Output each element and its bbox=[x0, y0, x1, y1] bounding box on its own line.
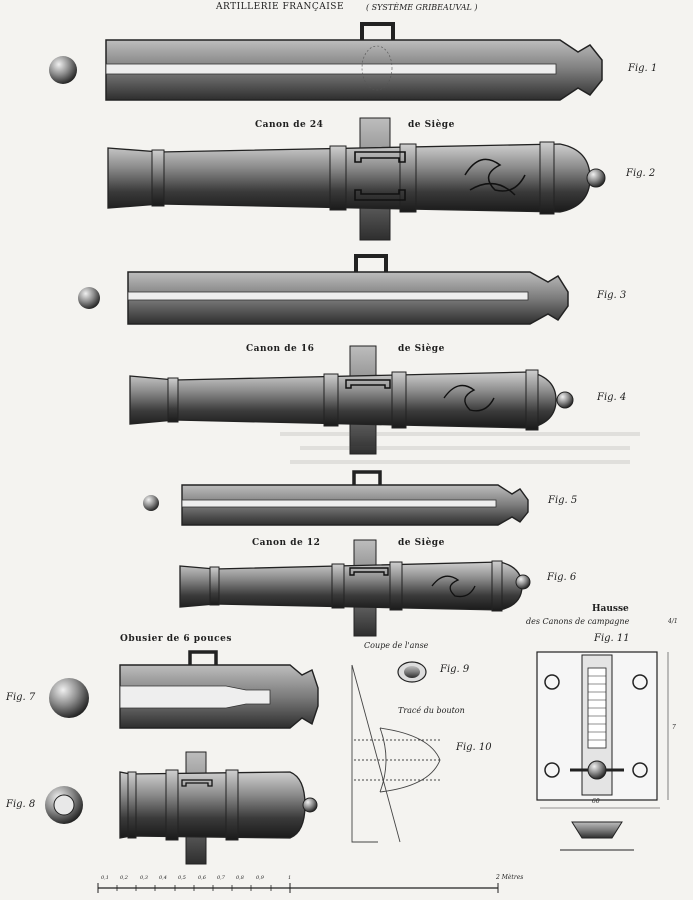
fig3-cannon-section bbox=[78, 254, 569, 325]
hausse-fraction: 4/1 bbox=[668, 618, 678, 625]
scale-tick-5: 0,5 bbox=[178, 875, 186, 881]
fig-label-8: Fig. 8 bbox=[6, 799, 36, 810]
fig-label-9: Fig. 9 bbox=[440, 664, 470, 675]
fig2-cannon-24 bbox=[107, 117, 606, 241]
fig-label-7: Fig. 7 bbox=[6, 692, 36, 703]
fig6-cannon-12 bbox=[179, 539, 531, 637]
plate-subtitle: ( SYSTÈME GRIBEAUVAL ) bbox=[366, 3, 478, 12]
cascabel-fig2 bbox=[586, 168, 606, 188]
scale-tick-2: 0,2 bbox=[120, 875, 128, 881]
fig8-howitzer bbox=[45, 751, 318, 865]
fig-label-3: Fig. 3 bbox=[597, 290, 627, 301]
caption-canon16-left: Canon de 16 bbox=[246, 344, 315, 354]
scale-bar bbox=[97, 883, 499, 893]
fig5-cannon-section bbox=[143, 470, 529, 526]
bleed-through bbox=[280, 432, 640, 464]
shell-fig7 bbox=[49, 678, 89, 718]
hausse-dim-bottom: 60 bbox=[592, 798, 600, 805]
handle-fig1 bbox=[360, 22, 395, 40]
cannonball-fig5 bbox=[143, 495, 159, 511]
fig4-cannon-16 bbox=[129, 345, 574, 455]
hausse-title: Hausse bbox=[592, 604, 629, 614]
caption-canon12-right: de Siège bbox=[398, 538, 445, 548]
fig10-cascabel-trace bbox=[351, 664, 441, 843]
hausse-dim-right: 7 bbox=[672, 724, 676, 731]
detail-anse: Coupe de l'anse bbox=[364, 641, 429, 650]
fig-label-10: Fig. 10 bbox=[456, 742, 492, 753]
fig7-howitzer-section bbox=[49, 650, 319, 729]
scale-tick-9: 0,9 bbox=[256, 875, 264, 881]
caption-canon24-left: Canon de 24 bbox=[255, 120, 324, 130]
caption-obusier: Obusier de 6 pouces bbox=[120, 634, 232, 644]
caption-canon12-left: Canon de 12 bbox=[252, 538, 321, 548]
hausse-subtitle: des Canons de campagne bbox=[526, 617, 630, 626]
caption-canon24-right: de Siège bbox=[408, 120, 455, 130]
scale-tick-6: 0,6 bbox=[198, 875, 206, 881]
fig-label-5: Fig. 5 bbox=[548, 495, 578, 506]
fig11-hausse bbox=[536, 651, 669, 851]
fig-label-11: Fig. 11 bbox=[594, 633, 630, 644]
scale-tick-4: 0,4 bbox=[159, 875, 167, 881]
scale-tick-7: 0,7 bbox=[217, 875, 225, 881]
fig-label-1: Fig. 1 bbox=[628, 63, 658, 74]
detail-bouton: Tracé du bouton bbox=[398, 706, 465, 715]
plate-title: ARTILLERIE FRANÇAISE bbox=[216, 2, 345, 12]
cannonball-fig1 bbox=[49, 56, 77, 84]
fig9-handle-section bbox=[397, 661, 427, 683]
fig-label-4: Fig. 4 bbox=[597, 392, 627, 403]
fig1-cannon-section bbox=[49, 22, 603, 101]
scale-tick-8: 0,8 bbox=[236, 875, 244, 881]
scale-tick-3: 0,3 bbox=[140, 875, 148, 881]
cannonball-fig3 bbox=[78, 287, 100, 309]
scale-tick-10: 1 bbox=[288, 875, 292, 881]
scale-tick-1: 0,1 bbox=[101, 875, 109, 881]
fig-label-6: Fig. 6 bbox=[547, 572, 577, 583]
caption-canon16-right: de Siège bbox=[398, 344, 445, 354]
scale-end-label: 2 Mètres bbox=[496, 874, 524, 881]
fig-label-2: Fig. 2 bbox=[626, 168, 656, 179]
